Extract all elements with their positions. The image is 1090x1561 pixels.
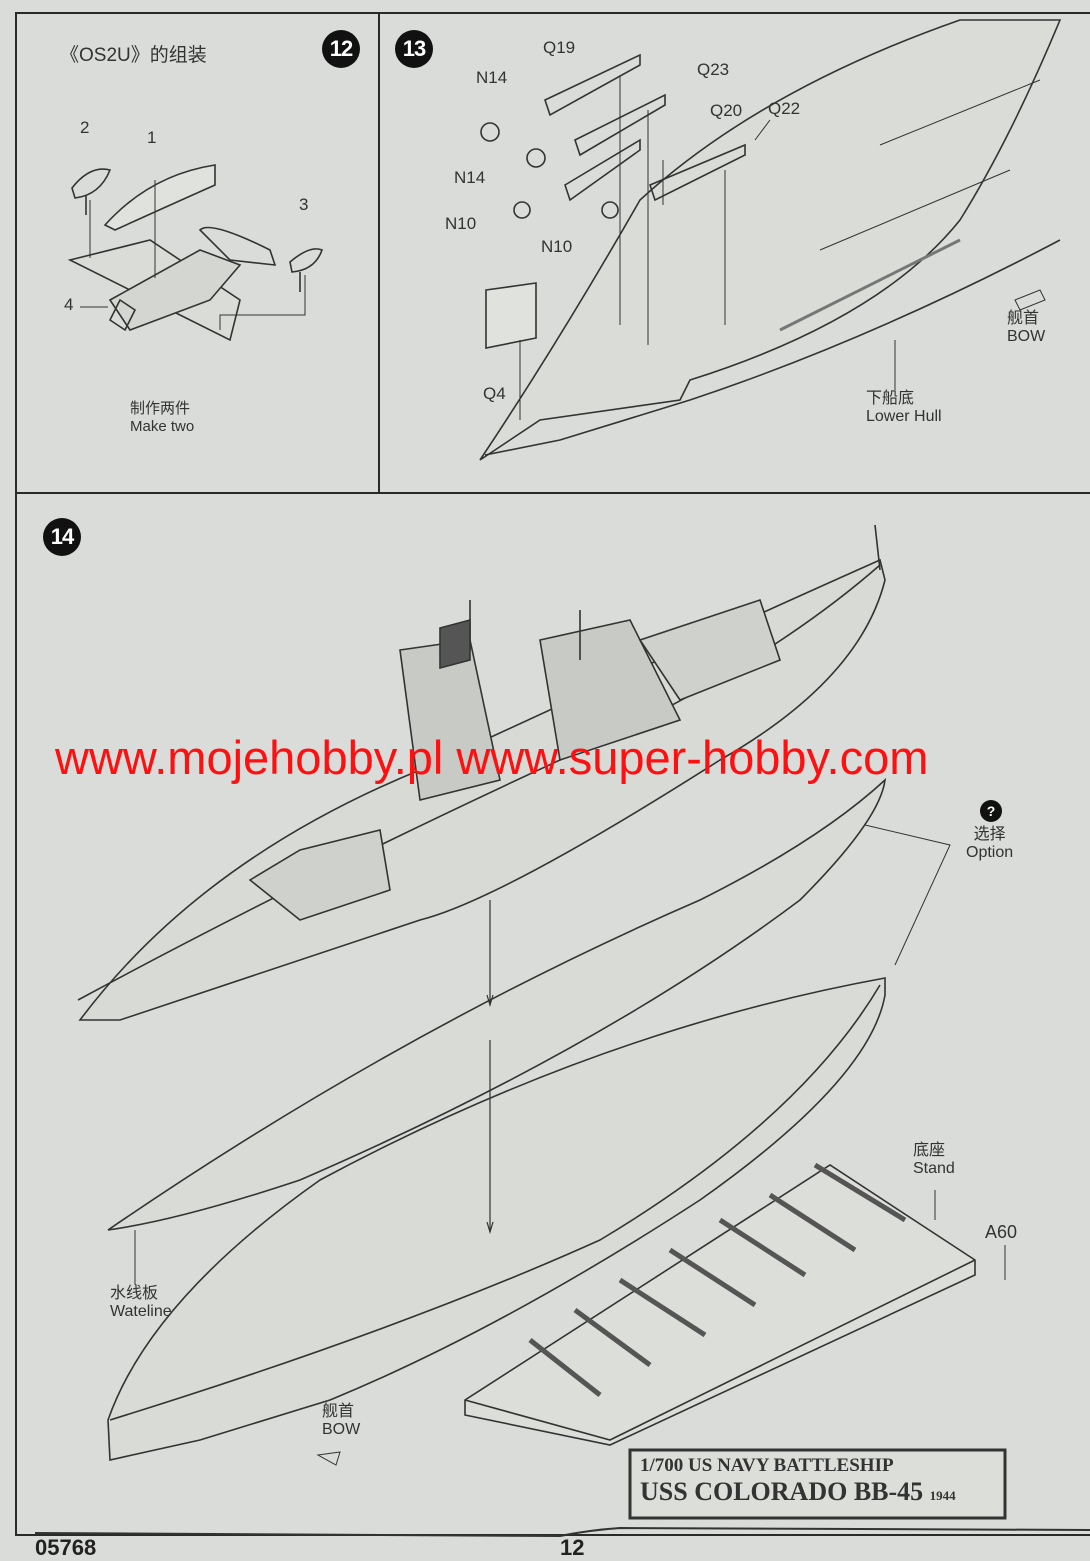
propeller-shaft-drawings [480, 53, 746, 420]
make-two-note: 制作两件 Make two [130, 400, 194, 436]
option-cn: 选择 [973, 826, 1006, 843]
bow-en: BOW [322, 1421, 361, 1438]
waterline-plate-drawing [107, 777, 887, 1231]
lower-hull-label: 下船底 Lower Hull [866, 390, 942, 426]
display-stand-drawing [464, 1162, 1007, 1520]
page-number: 12 [560, 1535, 585, 1560]
option-icon: ? [980, 800, 1002, 822]
bow-arrow-icon [316, 289, 1046, 1466]
make-two-cn: 制作两件 [130, 400, 191, 417]
part-label: N14 [454, 168, 486, 187]
part-label: Q20 [710, 101, 743, 120]
nameplate-line2: USS COLORADO BB-45 1944 [640, 1477, 956, 1507]
page-bottom-border [34, 1526, 1090, 1538]
step-12-badge: 12 [322, 30, 360, 68]
nameplate-ship: USS COLORADO BB-45 [640, 1476, 924, 1506]
step-13-badge: 13 [395, 30, 433, 68]
option-label: 选择 Option [966, 826, 1013, 862]
step-14-badge: 14 [43, 518, 81, 556]
watermark: www.mojehobby.pl www.super-hobby.com [55, 731, 929, 784]
bow-label-14: 舰首 BOW [322, 1403, 360, 1439]
stand-label: 底座 Stand [913, 1142, 955, 1178]
bow-cn: 舰首 [322, 1403, 355, 1420]
bow-cn: 舰首 [1007, 310, 1040, 327]
part-label: N14 [476, 68, 508, 87]
waterline-cn: 水线板 [110, 1285, 159, 1302]
part-label: 3 [299, 195, 309, 214]
part-label: 2 [80, 118, 90, 137]
lower-hull-cn: 下船底 [866, 390, 915, 407]
part-label: Q23 [697, 60, 730, 79]
nameplate-line1: 1/700 US NAVY BATTLESHIP [640, 1455, 894, 1476]
stand-cn: 底座 [913, 1142, 946, 1159]
stand-nameplate: 1/700 US NAVY BATTLESHIP USS COLORADO BB… [640, 1455, 956, 1507]
waterline-label: 水线板 Wateline [110, 1285, 172, 1321]
lower-hull-drawing [479, 19, 1062, 461]
part-label: N10 [445, 214, 477, 233]
part-label: Q22 [768, 99, 801, 118]
step-12-title: 《OS2U》的组装 [60, 45, 207, 66]
battleship-upper-hull-drawing [77, 524, 886, 1021]
part-label: 1 [147, 128, 157, 147]
option-en: Option [966, 844, 1014, 861]
bow-label-13: 舰首 BOW [1007, 310, 1045, 346]
make-two-en: Make two [130, 418, 195, 435]
stand-part-label: A60 [985, 1222, 1018, 1242]
lower-hull-en: Lower Hull [866, 408, 942, 425]
part-label: Q4 [483, 384, 506, 403]
os2u-plane-drawing [67, 164, 324, 342]
lower-hull-option-drawing [107, 900, 886, 1461]
part-label: N10 [541, 237, 573, 256]
waterline-en: Wateline [110, 1303, 172, 1320]
stand-en: Stand [913, 1160, 955, 1177]
product-code: 05768 [35, 1535, 97, 1560]
bow-en: BOW [1007, 328, 1046, 345]
part-label: 4 [64, 295, 74, 314]
leader-lines [134, 119, 1006, 1285]
part-label: Q19 [543, 38, 576, 57]
nameplate-year: 1944 [929, 1487, 956, 1503]
